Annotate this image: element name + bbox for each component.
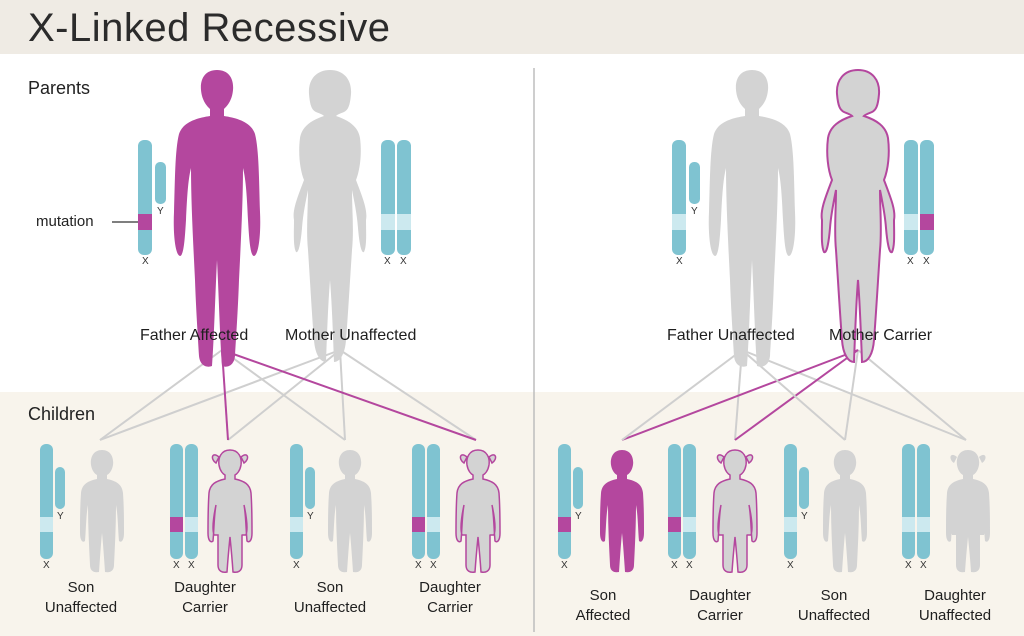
father-affected-label: Father Affected bbox=[140, 327, 249, 344]
y-label: Y bbox=[157, 206, 164, 217]
father-affected-figure bbox=[173, 70, 261, 367]
parents-heading: Parents bbox=[28, 78, 91, 98]
title-banner bbox=[0, 0, 1024, 54]
son1-chromosomes-right bbox=[558, 444, 583, 559]
children-heading: Children bbox=[28, 404, 96, 424]
mother-chromosomes-right bbox=[904, 140, 934, 255]
x-label: X bbox=[142, 256, 149, 267]
mother-carrier-label: Mother Carrier bbox=[829, 327, 933, 344]
mutation-label: mutation bbox=[36, 213, 94, 230]
y-label: Y bbox=[691, 206, 698, 217]
x-label: X bbox=[384, 256, 391, 267]
son2-chromosomes-right bbox=[784, 444, 809, 559]
x-label: X bbox=[787, 560, 794, 571]
x-label: X bbox=[43, 560, 50, 571]
y-label: Y bbox=[801, 511, 808, 522]
x-label: X bbox=[686, 560, 693, 571]
mother-carrier-figure bbox=[820, 69, 896, 363]
mother-unaffected-label: Mother Unaffected bbox=[285, 327, 417, 344]
x-label: X bbox=[907, 256, 914, 267]
daughter2-chromosomes-right bbox=[902, 444, 930, 559]
father-chromosomes-left bbox=[138, 140, 166, 255]
diagram-title: X-Linked Recessive bbox=[28, 6, 391, 50]
x-label: X bbox=[173, 560, 180, 571]
x-label: X bbox=[905, 560, 912, 571]
x-label: X bbox=[415, 560, 422, 571]
x-label: X bbox=[293, 560, 300, 571]
son1-chromosomes-left bbox=[40, 444, 65, 559]
father-unaffected-figure bbox=[708, 70, 796, 367]
x-label: X bbox=[671, 560, 678, 571]
x-label: X bbox=[923, 256, 930, 267]
x-label: X bbox=[400, 256, 407, 267]
y-label: Y bbox=[57, 511, 64, 522]
daughter1-chromosomes-left bbox=[170, 444, 198, 559]
y-label: Y bbox=[307, 511, 314, 522]
x-label: X bbox=[676, 256, 683, 267]
x-label: X bbox=[188, 560, 195, 571]
daughter2-chromosomes-left bbox=[412, 444, 440, 559]
mother-unaffected-figure bbox=[293, 70, 367, 362]
son2-chromosomes-left bbox=[290, 444, 315, 559]
father-unaffected-label: Father Unaffected bbox=[667, 327, 795, 344]
right-inheritance-lines bbox=[621, 349, 967, 441]
left-inheritance-lines bbox=[99, 349, 477, 441]
x-label: X bbox=[920, 560, 927, 571]
father-chromosomes-right bbox=[672, 140, 700, 255]
y-label: Y bbox=[575, 511, 582, 522]
x-label: X bbox=[561, 560, 568, 571]
mother-chromosomes-left bbox=[381, 140, 411, 255]
x-label: X bbox=[430, 560, 437, 571]
daughter1-chromosomes-right bbox=[668, 444, 696, 559]
